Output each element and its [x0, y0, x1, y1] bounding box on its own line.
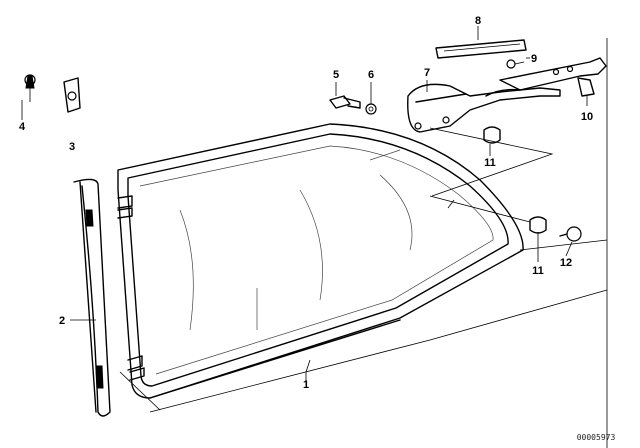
strip-screw	[506, 59, 525, 69]
callout-7: 7	[424, 67, 430, 79]
leader-lines	[21, 26, 588, 385]
hinge-washer	[365, 103, 377, 115]
cover-cap	[559, 226, 582, 242]
callout-9: 9	[531, 53, 537, 65]
latch-lever	[499, 57, 607, 97]
grommet-lower	[529, 216, 547, 234]
side-window-glass	[117, 123, 524, 399]
grommet-upper	[483, 126, 501, 144]
body-panel-outline	[119, 38, 608, 448]
callout-11-lower: 11	[532, 265, 544, 277]
callout-1: 1	[303, 379, 309, 391]
callout-4: 4	[19, 121, 26, 133]
callout-8: 8	[475, 15, 481, 27]
callout-6: 6	[368, 69, 374, 81]
hinge-bolt	[329, 95, 361, 109]
callout-10: 10	[581, 111, 593, 123]
callout-12: 12	[560, 257, 572, 269]
clip-screw	[24, 74, 36, 102]
callout-5: 5	[333, 69, 339, 81]
callout-3: 3	[69, 141, 75, 153]
hinge-bracket	[407, 83, 561, 133]
callout-11-upper: 11	[484, 157, 496, 169]
b-pillar-seal-strip	[73, 178, 111, 417]
glass-mounting-tabs	[117, 195, 145, 381]
callouts: 1 2 3 4 5 6 7 8 9 10 11 11 12	[19, 15, 593, 391]
retaining-clip	[63, 77, 81, 113]
diagram-code: 00005973	[577, 433, 616, 442]
assembly-lines	[429, 127, 554, 223]
trim-strip	[435, 39, 527, 59]
callout-2: 2	[59, 315, 65, 327]
